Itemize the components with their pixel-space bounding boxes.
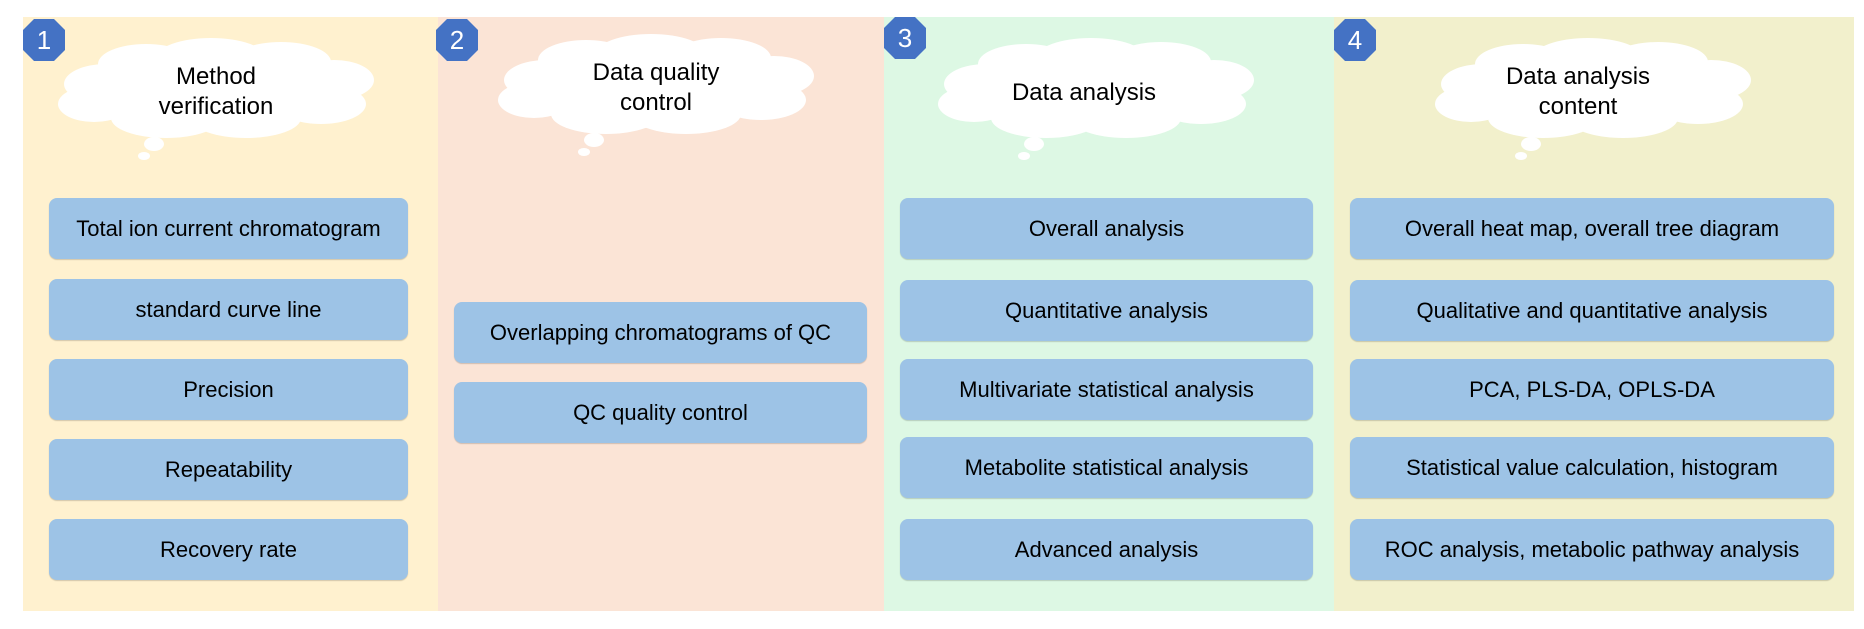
- item-box: ROC analysis, metabolic pathway analysis: [1350, 519, 1834, 580]
- column-1-title-line-1: Method: [175, 63, 257, 90]
- column-2-title-line-1: Data quality: [592, 59, 720, 86]
- item-box: Overall heat map, overall tree diagram: [1350, 198, 1834, 259]
- item-box: Overall analysis: [900, 198, 1313, 259]
- step-badge-3-number: 3: [897, 23, 913, 53]
- column-3-title: Data analysis: [954, 76, 1214, 110]
- item-box: standard curve line: [49, 279, 408, 340]
- step-badge-3: 3: [882, 15, 928, 61]
- step-badge-2-number: 2: [449, 25, 465, 55]
- column-4-title-line-1: Data analysis: [1505, 63, 1651, 90]
- column-3-title-line-1: Data analysis: [1011, 79, 1157, 106]
- item-box: Overlapping chromatograms of QC: [454, 302, 867, 363]
- step-badge-1: 1: [21, 17, 67, 63]
- item-box: Quantitative analysis: [900, 280, 1313, 341]
- step-badge-2: 2: [434, 17, 480, 63]
- step-badge-4-number: 4: [1347, 25, 1363, 55]
- column-2-title-line-2: control: [619, 89, 693, 116]
- item-box: QC quality control: [454, 382, 867, 443]
- item-box: Advanced analysis: [900, 519, 1313, 580]
- step-badge-4: 4: [1332, 17, 1378, 63]
- step-badge-1-number: 1: [36, 25, 52, 55]
- cloud-shape-1: [46, 38, 386, 168]
- column-4-title-line-2: content: [1538, 93, 1618, 120]
- item-box: Precision: [49, 359, 408, 420]
- column-1-title: Method verification: [86, 60, 346, 124]
- cloud-shape-2: [486, 34, 826, 164]
- cloud-shape-3: [926, 38, 1266, 168]
- item-box: Recovery rate: [49, 519, 408, 580]
- column-1-title-line-2: verification: [158, 93, 274, 120]
- column-2-title: Data quality control: [526, 56, 786, 120]
- item-box: Multivariate statistical analysis: [900, 359, 1313, 420]
- item-box: Metabolite statistical analysis: [900, 437, 1313, 498]
- item-box: PCA, PLS-DA, OPLS-DA: [1350, 359, 1834, 420]
- item-box: Repeatability: [49, 439, 408, 500]
- item-box: Qualitative and quantitative analysis: [1350, 280, 1834, 341]
- column-4-title: Data analysis content: [1448, 60, 1708, 124]
- cloud-shape-4: [1423, 38, 1763, 168]
- item-box: Statistical value calculation, histogram: [1350, 437, 1834, 498]
- item-box: Total ion current chromatogram: [49, 198, 408, 259]
